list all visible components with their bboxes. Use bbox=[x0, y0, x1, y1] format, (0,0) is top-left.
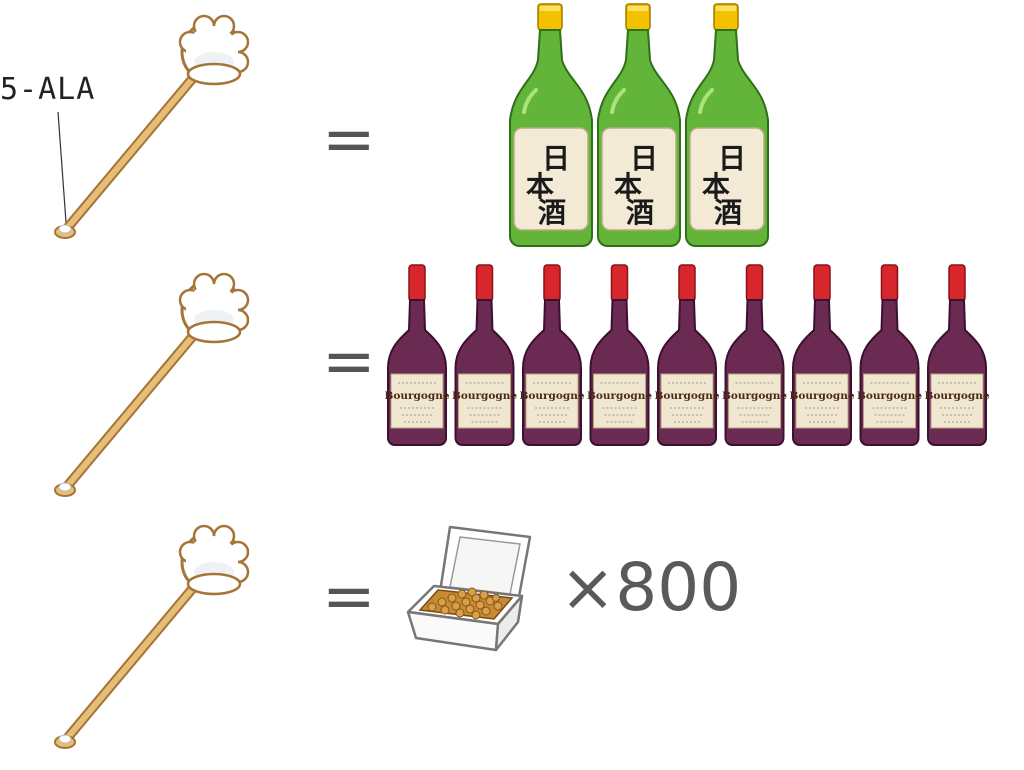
wine-label-text: Bourgogne bbox=[789, 390, 854, 402]
measuring-spoon-2 bbox=[54, 272, 250, 497]
sake-bottle: 日本酒 bbox=[685, 3, 769, 247]
equals-sign-3: = bbox=[322, 560, 376, 634]
sake-kanji: 本 bbox=[614, 170, 642, 203]
wine-label-text: Bourgogne bbox=[452, 390, 517, 402]
wine-bottle: Bourgogne bbox=[384, 264, 450, 446]
wine-bottle: Bourgogne bbox=[924, 264, 990, 446]
wine-label-text: Bourgogne bbox=[924, 390, 989, 402]
sake-kanji: 日 bbox=[630, 142, 658, 175]
sake-kanji: 日 bbox=[718, 142, 746, 175]
sake-bottle: 日本酒 bbox=[597, 3, 681, 247]
sake-kanji: 酒 bbox=[714, 196, 742, 229]
equals-sign-2: = bbox=[322, 325, 376, 399]
wine-label-text: Bourgogne bbox=[587, 390, 652, 402]
multiplier-text: ×800 bbox=[560, 549, 742, 626]
wine-bottle: Bourgogne bbox=[789, 264, 855, 446]
wine-label-text: Bourgogne bbox=[722, 390, 787, 402]
ingredient-label: 5-ALA bbox=[0, 72, 96, 107]
sake-kanji: 本 bbox=[526, 170, 554, 203]
sake-kanji: 日 bbox=[542, 142, 570, 175]
sake-kanji: 酒 bbox=[538, 196, 566, 229]
wine-bottle: Bourgogne bbox=[452, 264, 517, 446]
wine-label-text: Bourgogne bbox=[384, 390, 449, 402]
measuring-spoon-1 bbox=[54, 14, 250, 239]
measuring-spoon-3 bbox=[54, 524, 250, 749]
sake-kanji: 本 bbox=[702, 170, 730, 203]
natto-pack bbox=[406, 525, 532, 652]
wine-bottle: Bourgogne bbox=[654, 264, 720, 446]
wine-bottle: Bourgogne bbox=[587, 264, 652, 446]
sake-kanji: 酒 bbox=[626, 196, 654, 229]
wine-bottle: Bourgogne bbox=[519, 264, 585, 446]
wine-bottle: Bourgogne bbox=[722, 264, 787, 446]
wine-bottle: Bourgogne bbox=[857, 264, 922, 446]
wine-label-text: Bourgogne bbox=[857, 390, 922, 402]
wine-label-text: Bourgogne bbox=[654, 390, 719, 402]
sake-bottle: 日本酒 bbox=[509, 3, 593, 247]
equals-sign-1: = bbox=[322, 103, 376, 177]
wine-label-text: Bourgogne bbox=[519, 390, 584, 402]
